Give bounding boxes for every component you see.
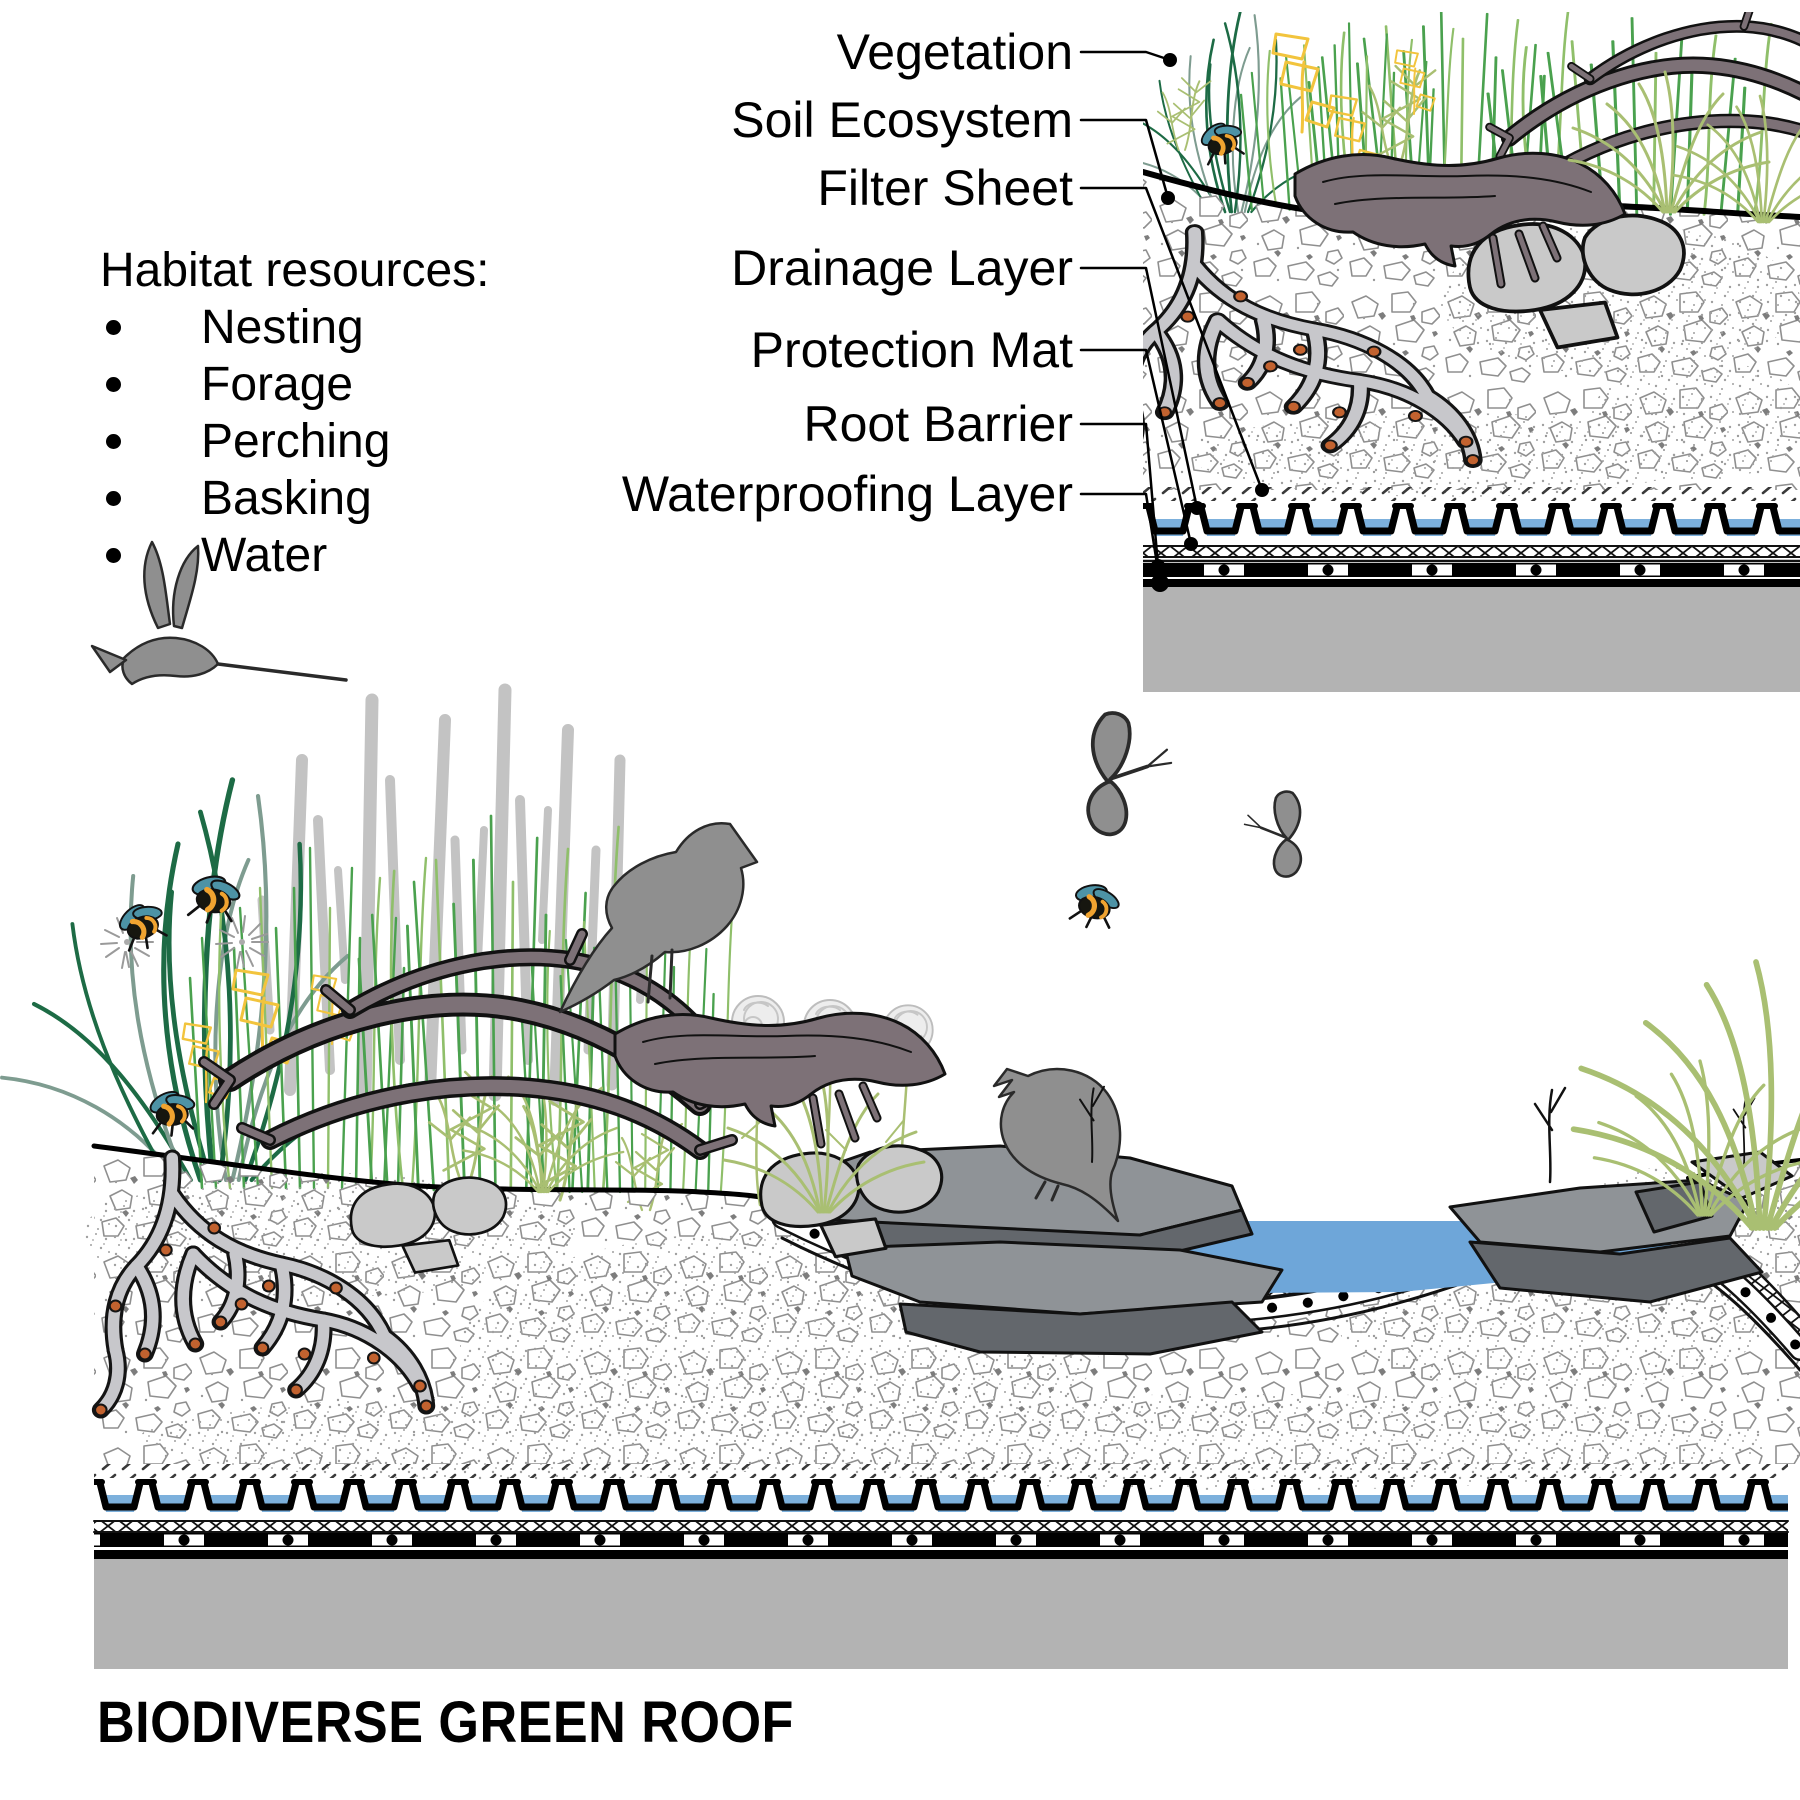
habitat-item-label: Forage [201,358,354,411]
bee-icon [184,868,244,927]
list-item: Nesting [100,299,490,356]
habitat-list-title: Habitat resources: [100,244,490,297]
bullet-icon [106,491,121,506]
pond [759,1144,1794,1356]
roof-deck-slab [94,1559,1788,1669]
inset-cross-section [1143,12,1800,692]
inset-filter-sheet [1143,487,1800,501]
bee-icon [1066,876,1125,934]
diagram-title: BIODIVERSE GREEN ROOF [97,1690,794,1755]
habitat-item-label: Perching [201,415,391,468]
layer-stack-inset [1143,487,1800,692]
inset-waterproofing-base [1143,579,1800,587]
drainage-layer [94,1479,1788,1517]
bullet-icon [106,434,121,449]
layer-label-drainage-layer: Drainage Layer [731,240,1073,296]
habitat-item-label: Water [201,529,328,582]
list-item: Forage [100,356,490,413]
habitat-resources-list: Habitat resources: Nesting Forage Perchi… [100,242,490,584]
filter-sheet-layer [94,1464,1788,1478]
protection-mat-layer [94,1521,1788,1532]
inset-protection-mat [1143,546,1800,557]
bullet-icon [106,377,121,392]
habitat-item-label: Nesting [201,301,364,354]
root-barrier-layer [94,1550,1788,1559]
butterfly-icon [1236,784,1312,880]
leader-line-protection-mat [1079,348,1193,546]
habitat-item-label: Basking [201,472,372,525]
leader-line-drainage-layer [1079,266,1199,510]
hummingbird-icon [90,540,348,686]
leader-dots [1151,53,1269,592]
leader-lines [1079,50,1269,592]
leader-line-root-barrier [1079,422,1160,568]
layer-label-filter-sheet: Filter Sheet [817,160,1073,216]
layer-label-soil-ecosystem: Soil Ecosystem [731,92,1073,148]
inset-drainage-layer [1143,503,1800,541]
bare-twig [1533,1086,1567,1184]
leader-line-waterproofing [1079,492,1162,585]
layer-label-protection-mat: Protection Mat [750,322,1073,378]
butterfly-icon [1078,706,1179,838]
perched-bird-icon [558,821,759,1014]
waterproofing-layer [94,1533,1788,1547]
main-illustration [2,540,1800,1669]
layer-label-waterproofing: Waterproofing Layer [621,466,1073,522]
inset-roof-deck-slab [1143,587,1800,692]
bullet-icon [106,320,121,335]
leader-line-soil-ecosystem [1079,118,1170,200]
bullet-icon [106,548,121,563]
inset-waterproofing [1143,563,1800,577]
leader-line-filter-sheet [1079,186,1264,492]
layer-label-vegetation: Vegetation [836,24,1073,80]
drinking-bird-icon [992,1067,1122,1223]
leader-line-vegetation [1079,50,1172,62]
layer-stack-main [93,1464,1789,1669]
list-item: Water [100,527,490,584]
layer-label-root-barrier: Root Barrier [803,396,1073,452]
list-item: Perching [100,413,490,470]
list-item: Basking [100,470,490,527]
